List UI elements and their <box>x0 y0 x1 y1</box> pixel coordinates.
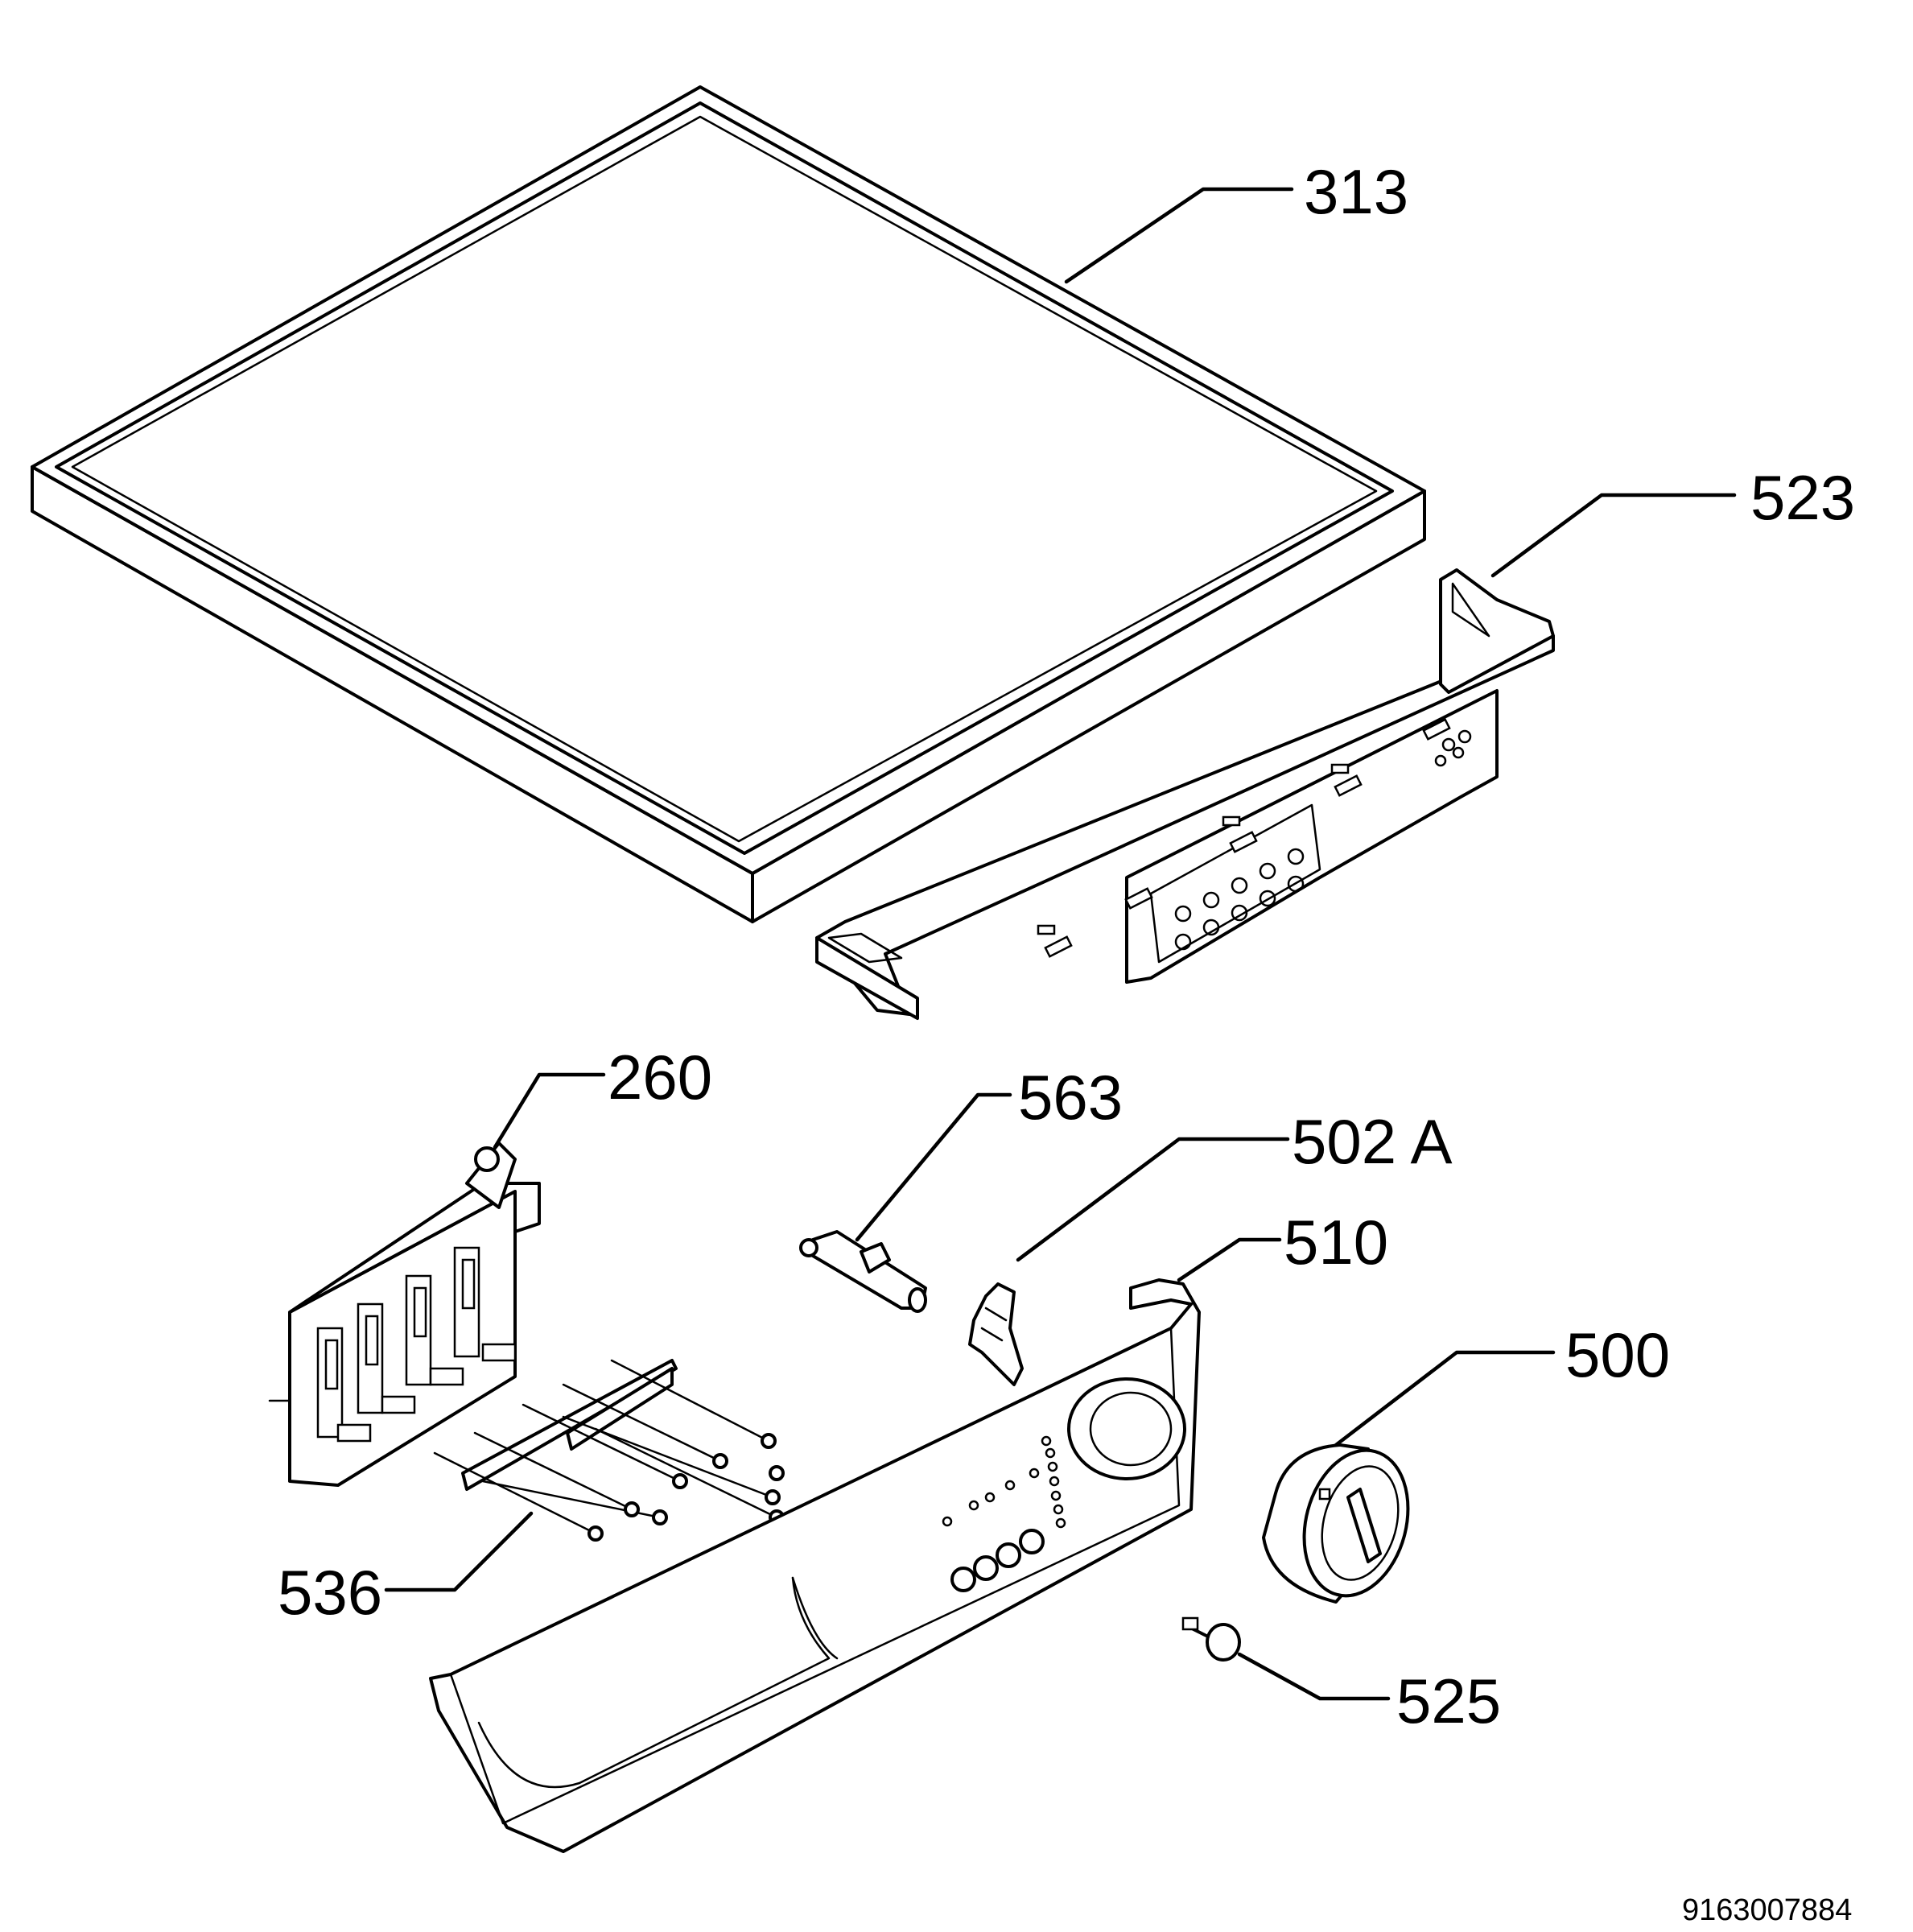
part-502a-switch-clip <box>968 1282 1024 1386</box>
callout-502a: 502 A <box>1292 1106 1453 1177</box>
part-260-dispenser-block <box>268 1141 541 1487</box>
callout-labels: 313 523 260 563 502 A 510 500 536 525 91… <box>278 156 1855 1927</box>
callout-260: 260 <box>608 1042 712 1113</box>
part-525-lamp <box>1181 1616 1241 1662</box>
callout-563: 563 <box>1018 1062 1123 1133</box>
part-500-knob <box>1262 1443 1410 1604</box>
part-523-panel-frame <box>815 568 1555 1020</box>
callout-523: 523 <box>1750 462 1855 533</box>
callout-536: 536 <box>278 1557 382 1628</box>
callout-510: 510 <box>1284 1207 1388 1278</box>
part-313-top-cover <box>31 85 1426 923</box>
callout-313: 313 <box>1304 156 1408 227</box>
callout-500: 500 <box>1565 1319 1670 1390</box>
part-563-shaft <box>799 1230 927 1313</box>
document-number: 9163007884 <box>1682 1893 1852 1927</box>
callout-525: 525 <box>1396 1666 1501 1736</box>
leader-lines <box>384 187 1737 1701</box>
part-510-control-panel <box>429 1278 1201 1853</box>
